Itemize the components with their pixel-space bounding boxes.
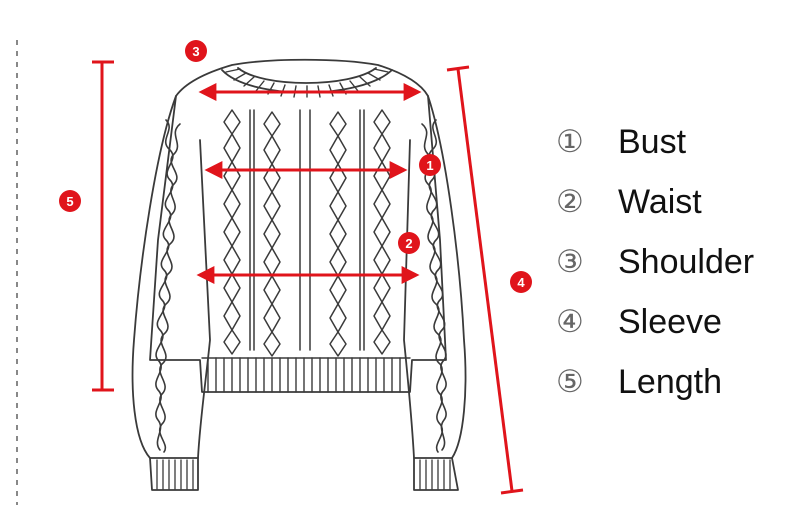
right-sleeve-cable bbox=[421, 119, 447, 453]
legend-label-waist: Waist bbox=[618, 183, 702, 221]
left-cuff bbox=[149, 457, 199, 491]
legend-label-shoulder: Shoulder bbox=[618, 243, 755, 281]
svg-text:5: 5 bbox=[66, 194, 73, 209]
measurement-legend: ① Bust ② Waist ③ Shoulder ④ Sleeve ⑤ Len… bbox=[556, 112, 796, 412]
badge-length: 5 bbox=[59, 190, 81, 212]
legend-item-length: ⑤ Length bbox=[556, 352, 796, 412]
svg-text:3: 3 bbox=[192, 44, 199, 59]
legend-marker-3: ③ bbox=[556, 243, 584, 280]
badge-sleeve: 4 bbox=[510, 271, 532, 293]
legend-marker-2: ② bbox=[556, 183, 584, 220]
legend-label-sleeve: Sleeve bbox=[618, 303, 722, 341]
legend-item-shoulder: ③ Shoulder bbox=[556, 232, 796, 292]
measurement-lines bbox=[92, 60, 524, 495]
legend-marker-4: ④ bbox=[556, 303, 584, 340]
right-cuff-ribbing bbox=[419, 459, 451, 490]
legend-item-bust: ① Bust bbox=[556, 112, 796, 172]
sleeve-measure-line bbox=[456, 68, 514, 492]
right-sleeve-outline bbox=[403, 95, 467, 459]
body-cable-pattern bbox=[223, 109, 391, 357]
collar-inner bbox=[237, 67, 377, 84]
svg-text:4: 4 bbox=[517, 275, 525, 290]
left-cuff-ribbing bbox=[156, 459, 194, 490]
badge-waist: 2 bbox=[398, 232, 420, 254]
sweater-body-outline bbox=[149, 58, 447, 393]
waistband-ribbing bbox=[201, 357, 411, 393]
svg-text:2: 2 bbox=[405, 236, 412, 251]
legend-marker-5: ⑤ bbox=[556, 363, 584, 400]
legend-marker-1: ① bbox=[556, 123, 584, 160]
sleeve-measure-cap-bottom bbox=[500, 488, 524, 495]
svg-text:1: 1 bbox=[426, 158, 433, 173]
right-cuff bbox=[413, 457, 459, 491]
badge-bust: 1 bbox=[419, 154, 441, 176]
left-sleeve-cable bbox=[155, 119, 181, 453]
badge-shoulder: 3 bbox=[185, 40, 207, 62]
sleeve-measure-cap-top bbox=[446, 65, 470, 72]
left-sleeve-outline bbox=[131, 95, 211, 459]
legend-label-bust: Bust bbox=[618, 123, 687, 161]
legend-item-waist: ② Waist bbox=[556, 172, 796, 232]
legend-item-sleeve: ④ Sleeve bbox=[556, 292, 796, 352]
legend-label-length: Length bbox=[618, 363, 722, 401]
